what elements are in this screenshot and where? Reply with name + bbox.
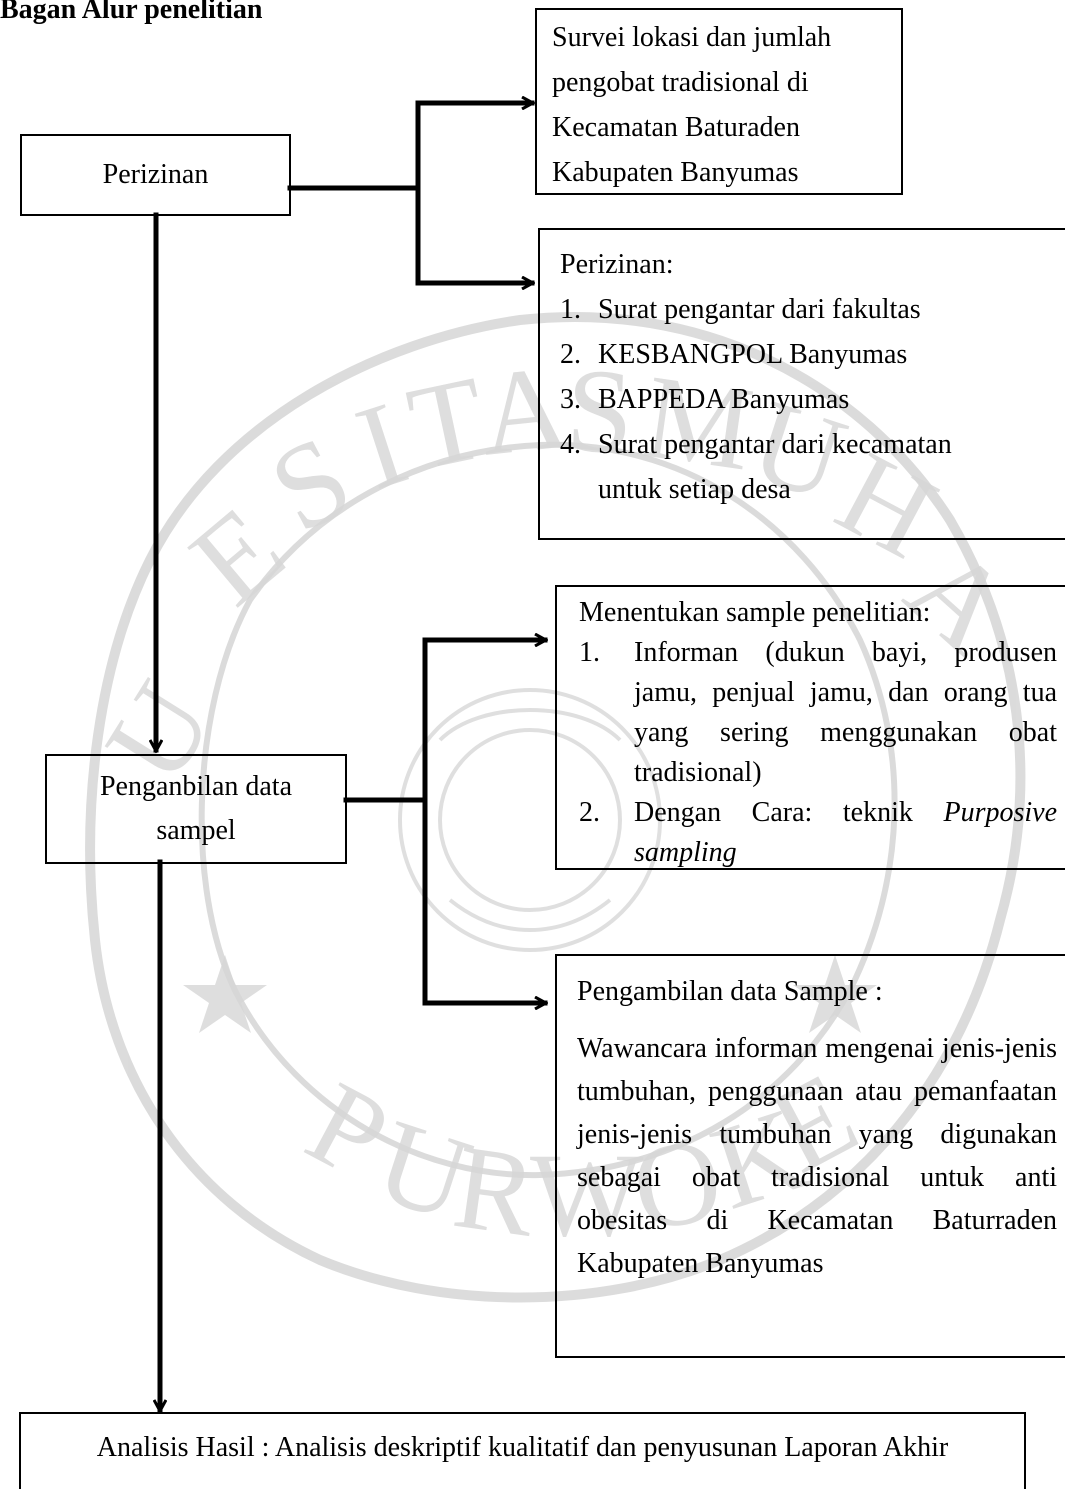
node-menentukan-title: Menentukan sample penelitian: bbox=[579, 597, 931, 628]
perizinan-step-1: 1.Surat pengantar dari fakultas bbox=[560, 294, 921, 325]
perizinan-step-2: 2.KESBANGPOL Banyumas bbox=[560, 339, 908, 370]
node-pengambilan-sample: Pengambilan data Sample : Wawancara info… bbox=[555, 954, 1065, 1358]
menentukan-item-2: 2. Dengan Cara: teknik Purposive samplin… bbox=[579, 797, 1057, 868]
node-survei-text: Survei lokasi dan jumlah pengobat tradis… bbox=[552, 22, 832, 188]
menentukan-item-1: 1. Informan (dukun bayi, produsen jamu, … bbox=[579, 637, 1057, 788]
node-analisis-label: Analisis Hasil : Analisis deskriptif kua… bbox=[96, 1432, 949, 1463]
node-survei: Survei lokasi dan jumlah pengobat tradis… bbox=[535, 8, 903, 195]
node-pengambilan-title: Pengambilan data Sample : bbox=[577, 976, 883, 1007]
perizinan-step-3: 3.BAPPEDA Banyumas bbox=[560, 384, 850, 415]
node-perizinan-list-title: Perizinan: bbox=[560, 249, 674, 280]
perizinan-steps-list: 1.Surat pengantar dari fakultas 2.KESBAN… bbox=[560, 287, 1055, 512]
node-pengambilan-body: Wawancara informan mengenai jenis-jenis … bbox=[577, 1033, 1057, 1279]
node-penganbilan: Penganbilan data sampel bbox=[45, 754, 347, 864]
node-perizinan-label: Perizinan bbox=[102, 159, 209, 191]
diagram-heading: Bagan Alur penelitian bbox=[0, 0, 263, 25]
node-perizinan: Perizinan bbox=[20, 134, 291, 216]
node-menentukan: Menentukan sample penelitian: 1. Informa… bbox=[555, 585, 1065, 870]
node-perizinan-list: Perizinan: 1.Surat pengantar dari fakult… bbox=[538, 228, 1065, 540]
node-penganbilan-label: Penganbilan data sampel bbox=[99, 771, 293, 846]
node-analisis: Analisis Hasil : Analisis deskriptif kua… bbox=[19, 1412, 1026, 1489]
perizinan-step-4: 4.Surat pengantar dari kecamatan untuk s… bbox=[560, 429, 952, 505]
